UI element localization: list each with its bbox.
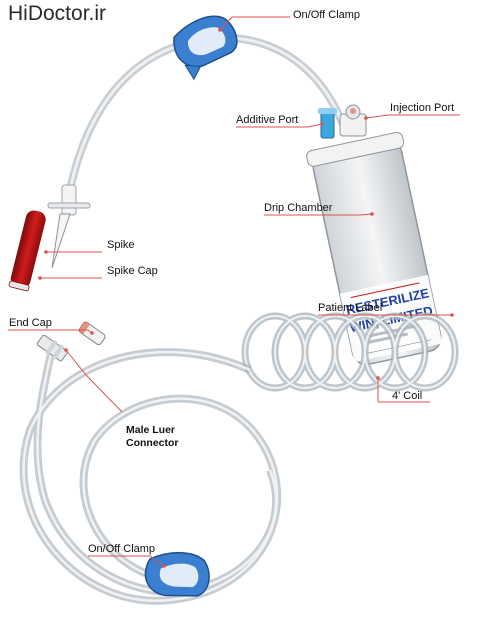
label-patient-label: Patient Label — [318, 302, 383, 314]
label-spike-cap: Spike Cap — [107, 265, 158, 277]
label-drip-chamber: Drip Chamber — [264, 202, 333, 214]
label-clamp-top: On/Off Clamp — [293, 9, 361, 21]
label-spike: Spike — [107, 239, 135, 251]
label-end-cap: End Cap — [9, 317, 52, 329]
label-male-luer-connector: Male Luer Connector — [126, 424, 179, 449]
label-coil: 4' Coil — [392, 390, 423, 402]
label-clamp-bottom: On/Off Clamp — [88, 543, 156, 555]
label-additive-port: Additive Port — [236, 114, 299, 126]
spike-icon — [47, 184, 91, 269]
male-luer-connector-icon — [36, 334, 68, 362]
top-clamp-icon — [173, 15, 238, 81]
brand-watermark: HiDoctor.ir — [8, 2, 107, 25]
spike-cap-icon — [8, 210, 46, 292]
label-injection-port: Injection Port — [390, 102, 455, 114]
injection-port-icon — [339, 104, 367, 137]
leader-lines — [8, 16, 460, 567]
bottom-clamp-icon — [144, 551, 210, 597]
